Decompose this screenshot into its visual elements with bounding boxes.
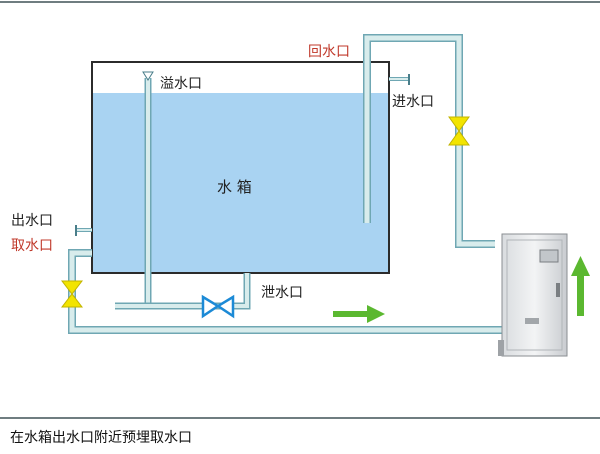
- return-outlet-label: 回水口: [308, 44, 350, 60]
- drain-valve: [201, 294, 235, 319]
- intake-valve: [60, 280, 84, 308]
- unit-handle-icon: [556, 283, 560, 297]
- caption: 在水箱出水口附近预埋取水口: [10, 430, 192, 446]
- inlet-label: 进水口: [392, 94, 434, 110]
- butterfly-valve-icon: [448, 116, 470, 132]
- drain-label: 泄水口: [261, 285, 303, 301]
- unit-display-icon: [539, 249, 559, 263]
- flow-arrow-up: [571, 256, 590, 316]
- inlet-valve: [448, 116, 470, 146]
- inlet-stub: [389, 74, 410, 85]
- arrow-up-icon: [571, 256, 590, 276]
- butterfly-valve-icon: [215, 294, 235, 319]
- water-tank: [91, 61, 390, 274]
- flow-arrow-right: [333, 305, 385, 323]
- overflow-outlet-label: 溢水口: [160, 76, 202, 92]
- arrow-right-icon: [367, 305, 385, 323]
- tank-water: [92, 93, 389, 273]
- intake-label: 取水口: [11, 238, 53, 254]
- drain-pipe: [115, 273, 251, 310]
- return-pipe: [363, 34, 495, 248]
- outlet-label: 出水口: [11, 213, 53, 229]
- tank-label: 水 箱: [217, 178, 252, 196]
- overflow-funnel-icon: [142, 71, 154, 81]
- butterfly-valve-icon: [60, 280, 84, 295]
- control-unit: [498, 233, 568, 357]
- outlet-stub: [75, 225, 92, 236]
- unit-vent-icon: [525, 318, 539, 324]
